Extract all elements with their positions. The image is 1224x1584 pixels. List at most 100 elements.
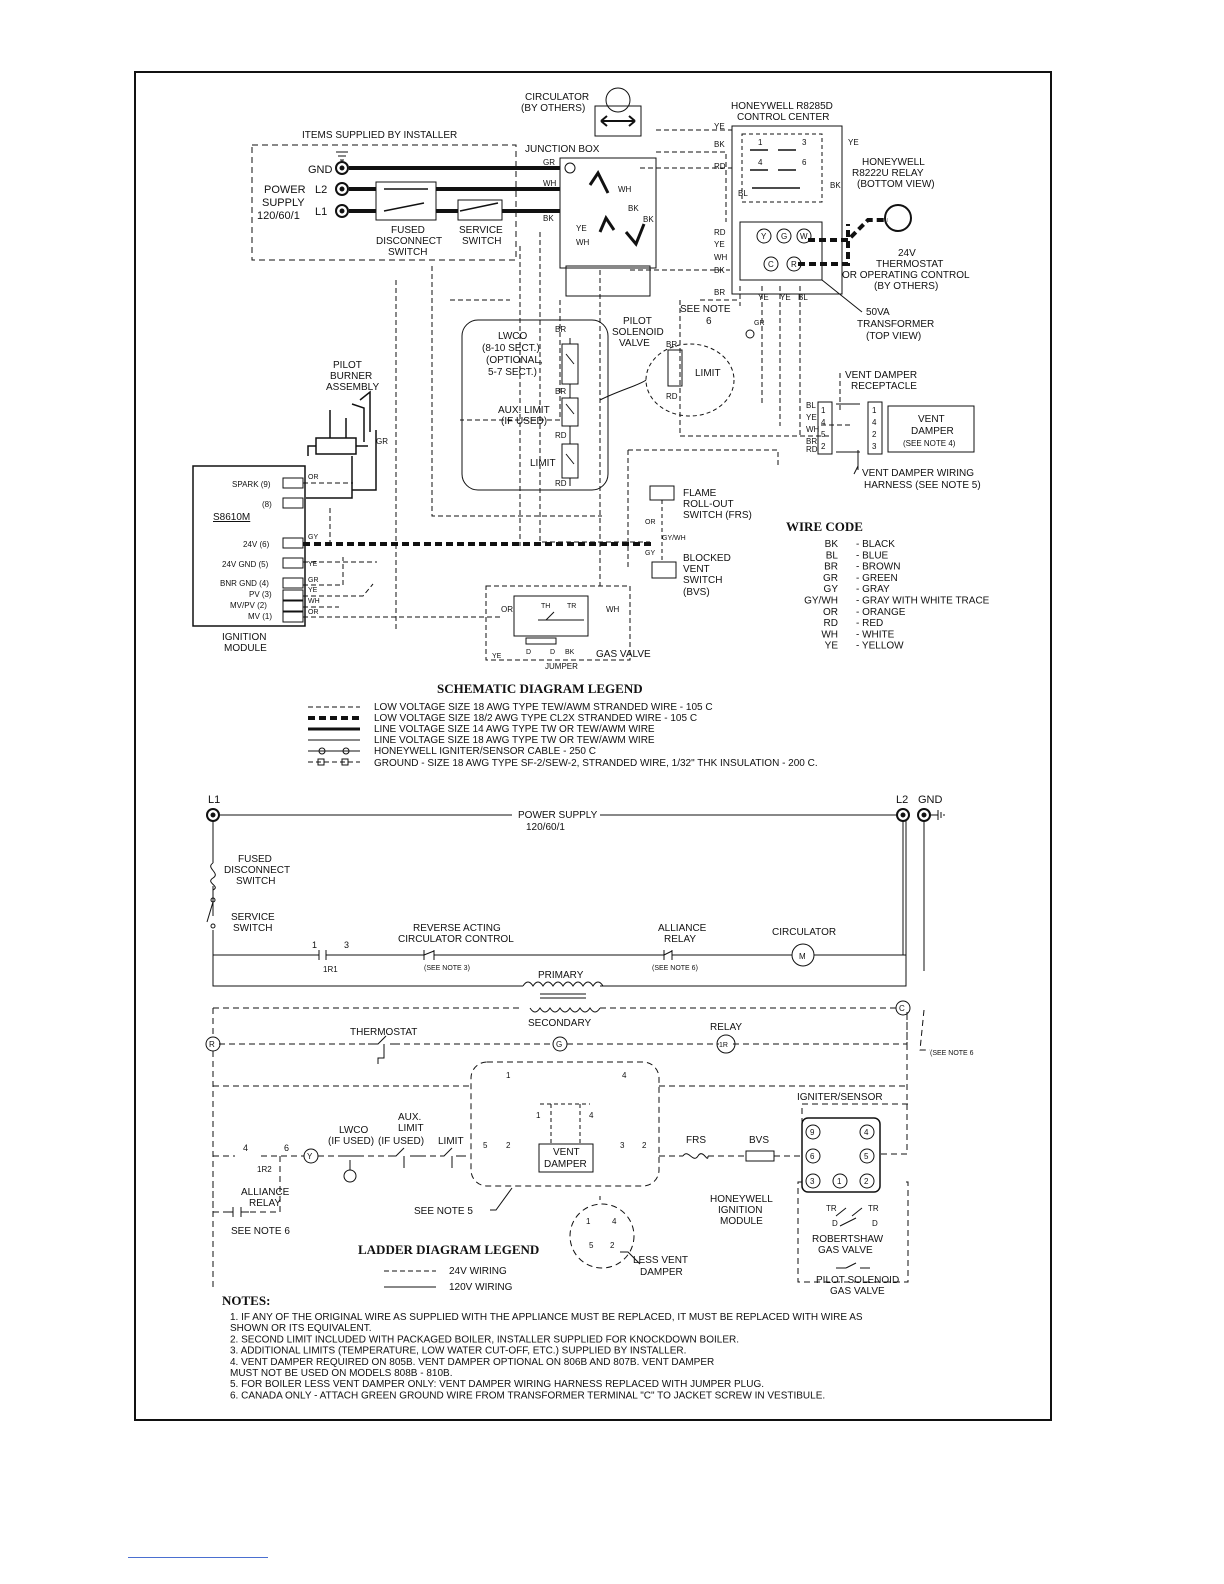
- ladder-alliance-label-2: RELAY: [664, 934, 696, 945]
- gnd-terminal-label: GND: [308, 164, 333, 176]
- transformer-label-1: 50VA: [866, 307, 890, 318]
- fused-label-2: DISCONNECT: [376, 236, 442, 247]
- schematic-legend-item: HONEYWELL IGNITER/SENSOR CABLE - 250 C: [374, 746, 596, 757]
- notes-section: NOTES: 1. IF ANY OF THE ORIGINAL WIRE AS…: [222, 1293, 863, 1401]
- svg-text:BL: BL: [738, 189, 748, 198]
- fused-disconnect-box: [375, 181, 437, 221]
- ladder-vent-label-1: VENT: [553, 1147, 580, 1158]
- ladder-vent-damper: [538, 1143, 594, 1173]
- ladder-power-label-2: 120/60/1: [526, 822, 565, 833]
- transformer-label-2: TRANSFORMER: [857, 319, 934, 330]
- installer-supplied-box: [251, 144, 517, 261]
- l2-terminal-label: L2: [315, 184, 327, 196]
- svg-text:RD: RD: [555, 431, 567, 440]
- svg-text:4: 4: [243, 1143, 248, 1153]
- svg-text:1: 1: [837, 1177, 842, 1186]
- svg-text:WH: WH: [714, 253, 728, 262]
- harness-label-1: VENT DAMPER WIRING: [862, 468, 974, 479]
- svg-text:Y: Y: [761, 232, 767, 241]
- see-note-6-label-1: SEE NOTE: [680, 304, 731, 315]
- thermostat-symbol: [884, 204, 912, 232]
- fused-label-1: FUSED: [391, 225, 425, 236]
- svg-text:5: 5: [483, 1141, 488, 1150]
- ladder-secondary-label: SECONDARY: [528, 1018, 591, 1029]
- ladder-thermostat-label: THERMOSTAT: [350, 1027, 417, 1038]
- wire-code: GY/WH: [804, 596, 838, 607]
- svg-text:BR: BR: [555, 387, 566, 396]
- bvs-label-3: SWITCH: [683, 575, 722, 586]
- ladder-fused-label-2: DISCONNECT: [224, 865, 290, 876]
- l1-terminal-label: L1: [315, 206, 327, 218]
- svg-text:1: 1: [872, 406, 877, 415]
- svg-text:3: 3: [344, 940, 349, 950]
- svg-text:WH: WH: [576, 238, 590, 247]
- svg-text:GR: GR: [376, 437, 388, 446]
- ladder-relay-label: RELAY: [710, 1022, 742, 1033]
- pilot-valve-label-3: VALVE: [619, 338, 650, 349]
- svg-text:BK: BK: [830, 181, 841, 190]
- svg-text:2: 2: [821, 442, 826, 451]
- l1-terminal: [335, 204, 349, 218]
- ladder-pilot-gas-label-2: GAS VALVE: [830, 1286, 885, 1297]
- wire-color-name: - GREEN: [856, 573, 898, 584]
- svg-text:5: 5: [864, 1152, 869, 1161]
- ladder-module-box: [801, 1117, 881, 1193]
- ladder-note6-label: (SEE NOTE 6): [652, 965, 698, 972]
- frs-label-2: ROLL-OUT: [683, 499, 734, 510]
- svg-text:BR: BR: [555, 325, 566, 334]
- notes-title: NOTES:: [222, 1293, 270, 1308]
- svg-text:GY: GY: [308, 534, 318, 541]
- frs-label-1: FLAME: [683, 488, 717, 499]
- svg-text:3: 3: [620, 1141, 625, 1150]
- svg-text:BK: BK: [643, 215, 654, 224]
- svg-text:9: 9: [810, 1128, 815, 1137]
- ladder-alliance-lower-1: ALLIANCE: [241, 1187, 290, 1198]
- svg-text:R: R: [209, 1040, 215, 1049]
- ladder-relay-coil: [716, 1034, 736, 1054]
- svg-text:BK: BK: [543, 214, 554, 223]
- svg-text:C: C: [899, 1004, 905, 1013]
- svg-text:4: 4: [872, 418, 877, 427]
- svg-text:BK: BK: [628, 204, 639, 213]
- svg-text:GY/WH: GY/WH: [662, 535, 686, 542]
- wire-code: RD: [824, 618, 838, 629]
- note-line: 6. CANADA ONLY - ATTACH GREEN GROUND WIR…: [230, 1390, 825, 1401]
- relay-box: [741, 133, 823, 203]
- ladder-see-note5: SEE NOTE 5: [414, 1206, 473, 1217]
- limit-label: LIMIT: [530, 458, 556, 469]
- fused-label-3: SWITCH: [388, 247, 427, 258]
- ladder-circulator-label: CIRCULATOR: [772, 927, 836, 938]
- svg-text:W: W: [800, 232, 808, 241]
- wire-color-name: - WHITE: [856, 629, 895, 640]
- vent-receptacle-label-2: RECEPTACLE: [851, 381, 917, 392]
- ladder-igniter-label: IGNITER/SENSOR: [797, 1092, 883, 1103]
- aux-limit-label-2: (IF USED): [501, 416, 547, 427]
- svg-text:GR: GR: [543, 158, 555, 167]
- control-center-label-2: CONTROL CENTER: [737, 112, 829, 123]
- svg-text:4: 4: [589, 1111, 594, 1120]
- wire-code: BL: [826, 550, 839, 561]
- vent-receptacle: [817, 401, 833, 455]
- ladder-l1-label: L1: [208, 794, 220, 806]
- module-term-24vgnd: 24V GND (5): [222, 560, 269, 569]
- ladder-alliance-label-1: ALLIANCE: [658, 923, 707, 934]
- note-line: 1. IF ANY OF THE ORIGINAL WIRE AS SUPPLI…: [230, 1312, 863, 1323]
- svg-text:3: 3: [802, 138, 807, 147]
- junction-box: [559, 157, 657, 269]
- svg-text:TR: TR: [826, 1204, 837, 1213]
- service-label-2: SWITCH: [462, 236, 501, 247]
- module-term-bnr: BNR GND (4): [220, 579, 269, 588]
- svg-text:D: D: [872, 1219, 878, 1228]
- svg-text:1: 1: [821, 406, 826, 415]
- schematic-legend-title: SCHEMATIC DIAGRAM LEGEND: [437, 681, 643, 696]
- wire-color-name: - BLUE: [856, 550, 889, 561]
- wire-code: GR: [823, 573, 838, 584]
- ladder-vent-box: [470, 1061, 660, 1187]
- bvs-switch: [651, 561, 677, 579]
- gas-valve-label: GAS VALVE: [596, 649, 651, 660]
- jumper-label: JUMPER: [545, 662, 578, 671]
- schematic-legend-item: LOW VOLTAGE SIZE 18 AWG TYPE TEW/AWM STR…: [374, 702, 713, 713]
- wire-code: OR: [823, 607, 838, 618]
- ladder-pilot-gas-label-1: PILOT SOLENOID: [816, 1275, 899, 1286]
- svg-text:D: D: [832, 1219, 838, 1228]
